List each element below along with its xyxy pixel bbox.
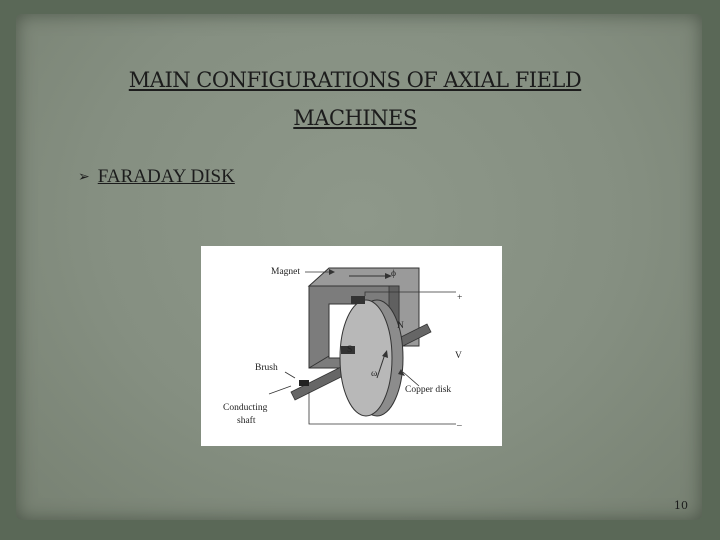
rotation-arrow <box>376 353 386 379</box>
magnet-label: Magnet <box>271 267 300 277</box>
v-label: V <box>455 351 462 361</box>
copper-disk-shape <box>339 299 404 417</box>
slide-number: 10 <box>674 499 688 512</box>
arrow-bullet-icon: ➢ <box>78 169 90 185</box>
omega-label: ω <box>371 369 377 379</box>
brush-shape <box>299 380 309 386</box>
slide-title-line2: MACHINES <box>293 106 417 130</box>
slide-title-line1: MAIN CONFIGURATIONS OF AXIAL FIELD <box>128 68 582 92</box>
minus-label: – <box>456 421 462 431</box>
plus-label: + <box>457 293 462 303</box>
brush-label: Brush <box>255 363 278 373</box>
bullet-item: ➢ FARADAY DISK <box>78 166 235 188</box>
wire-bottom <box>308 392 456 425</box>
copper-disk-label: Copper disk <box>405 385 451 395</box>
wire-top <box>364 291 456 296</box>
faraday-disk-diagram: Magnet ϕ + N S V Brush ω Copper disk Con… <box>223 267 462 431</box>
phi-label: ϕ <box>391 269 396 279</box>
s-label: S <box>347 345 352 355</box>
s-pole-piece <box>341 346 355 354</box>
shaft-label: shaft <box>237 415 256 426</box>
n-pole-piece <box>351 296 365 304</box>
faraday-disk-figure: Magnet ϕ + N S V Brush ω Copper disk Con… <box>201 246 502 446</box>
n-label: N <box>397 321 404 331</box>
bullet-text: FARADAY DISK <box>97 166 235 187</box>
conducting-label: Conducting <box>223 403 268 413</box>
